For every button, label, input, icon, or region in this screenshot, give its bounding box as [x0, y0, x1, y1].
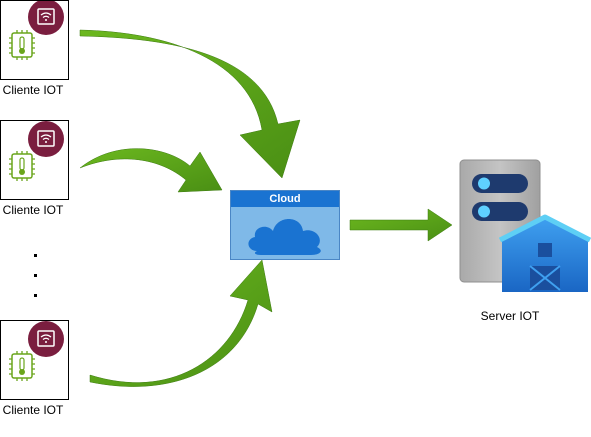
client-label: Cliente IOT [2, 203, 64, 217]
client-box [0, 0, 69, 80]
server-label: Server IOT [480, 309, 540, 323]
iot-device-icon [9, 1, 64, 60]
arrow-client1-to-cloud [79, 29, 301, 179]
iot-device-icon [9, 321, 64, 381]
iot-device-icon [9, 121, 64, 181]
farm-icon [498, 214, 591, 292]
server-icon [459, 159, 541, 283]
ellipsis-dot [34, 294, 37, 297]
cloud-node: Cloud [230, 190, 340, 260]
ellipsis-dot [34, 254, 37, 257]
arrow-client2-to-cloud [79, 148, 223, 193]
arrow-client3-to-cloud [89, 259, 273, 387]
arrow-cloud-to-server [349, 208, 453, 242]
cloud-icon [248, 219, 321, 255]
client-box [0, 120, 69, 200]
client-box [0, 320, 69, 400]
ellipsis-dot [34, 274, 37, 277]
cloud-title: Cloud [231, 191, 339, 207]
client-label: Cliente IOT [2, 403, 64, 417]
client-label: Cliente IOT [2, 83, 64, 97]
